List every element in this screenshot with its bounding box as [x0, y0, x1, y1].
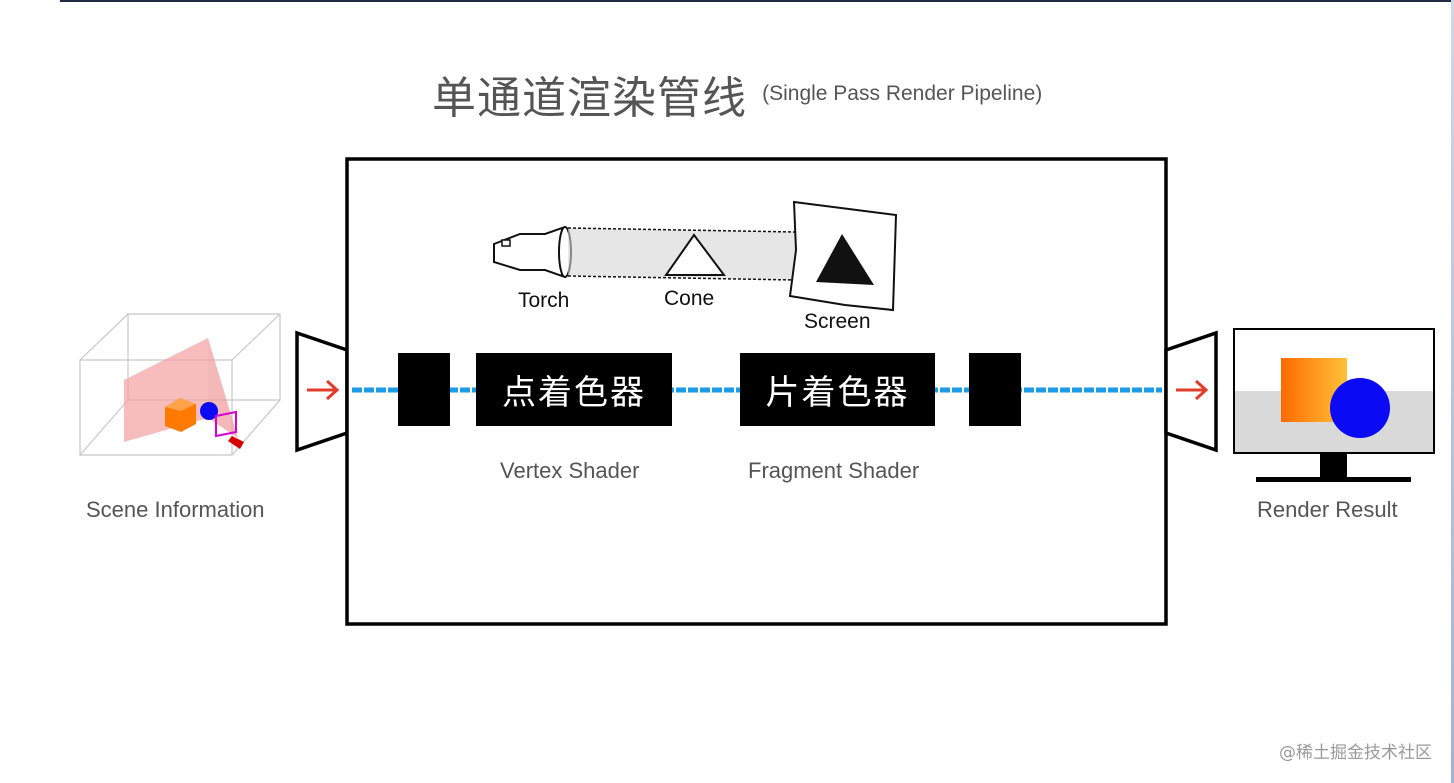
scene-information-label: Scene Information: [86, 497, 265, 522]
right-edge-bar: [1451, 0, 1454, 783]
fragment-shader-cn-label: 片着色器: [765, 373, 910, 413]
scene-camera: [228, 436, 244, 449]
monitor-icon: [1233, 328, 1435, 482]
slide-title: 单通道渲染管线 (Single Pass Render Pipeline): [432, 62, 1042, 126]
cone-label: Cone: [664, 287, 714, 310]
output-merge-stage: [969, 353, 1021, 426]
screen-triangle: [816, 234, 874, 285]
vertex-shader-stage: 点着色器: [476, 353, 672, 426]
screen-sketch: [788, 200, 898, 312]
scene-sphere: [200, 402, 218, 420]
output-arrow-icon: [1176, 379, 1209, 401]
render-result-label: Render Result: [1257, 497, 1398, 522]
watermark: @稀土掘金技术社区: [1279, 743, 1432, 763]
top-border-bar: [60, 0, 1454, 2]
fragment-shader-en-label: Fragment Shader: [748, 458, 920, 483]
input-assembly-stage: [398, 353, 450, 426]
cone-sketch: [664, 233, 726, 276]
scene-camera-frame: [215, 410, 237, 438]
scene-3d-icon: [79, 313, 281, 456]
result-sphere: [1330, 378, 1390, 438]
torch-label: Torch: [518, 289, 569, 312]
vertex-shader-en-label: Vertex Shader: [500, 458, 640, 483]
vertex-shader-cn-label: 点着色器: [502, 373, 646, 413]
input-arrow-icon: [307, 379, 340, 401]
fragment-shader-stage: 片着色器: [740, 353, 935, 426]
title-english: (Single Pass Render Pipeline): [762, 82, 1043, 105]
screen-label: Screen: [804, 310, 871, 333]
frustum-shape: [124, 338, 208, 442]
title-chinese: 单通道渲染管线: [432, 73, 747, 124]
